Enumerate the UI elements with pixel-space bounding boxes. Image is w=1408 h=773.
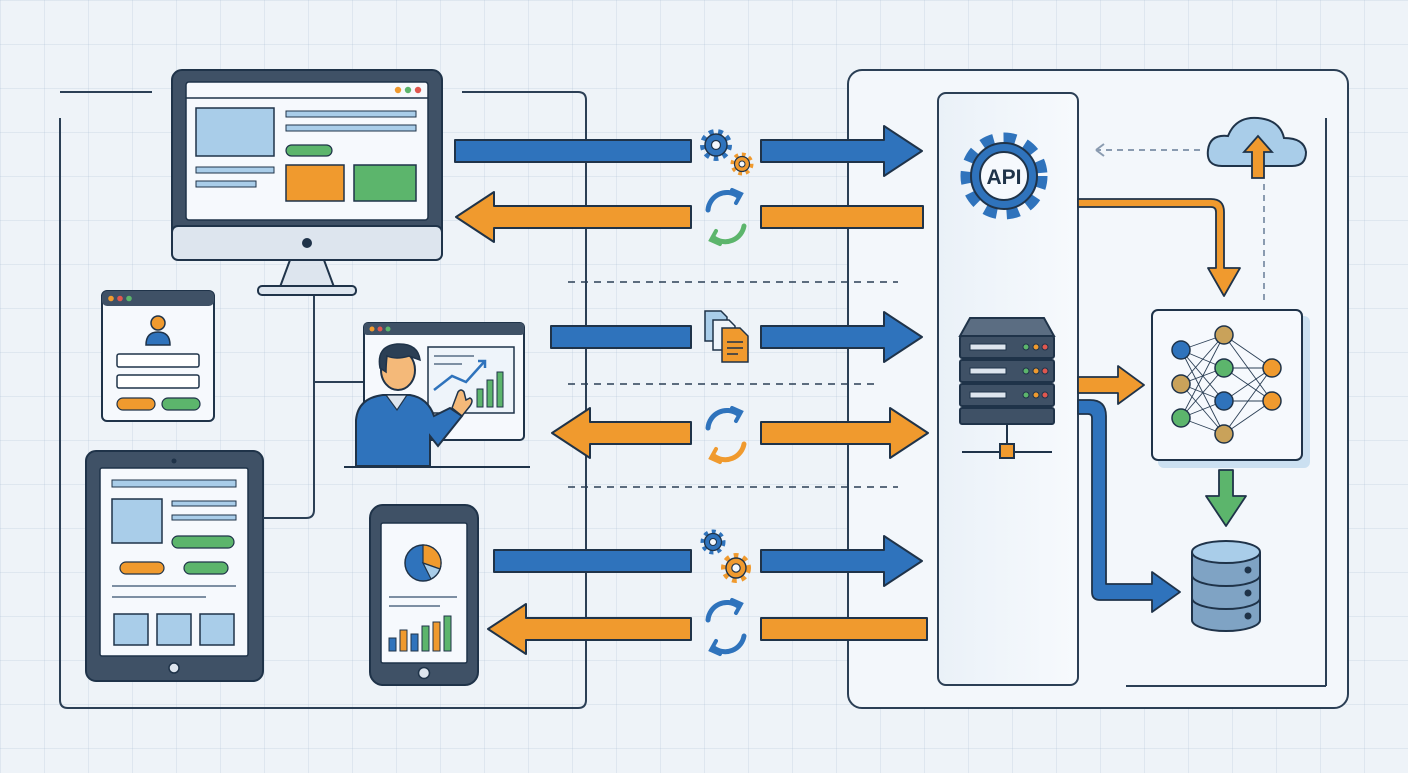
api-gear-icon: API — [960, 132, 1048, 220]
cloud-upload-icon — [1206, 116, 1308, 179]
login-window-icon — [101, 290, 215, 422]
client-area-frame — [59, 91, 587, 709]
database-icon — [1191, 540, 1261, 632]
documents-icon — [704, 310, 749, 363]
tablet-icon — [85, 450, 264, 682]
neural-network-icon — [1151, 309, 1310, 468]
channel-dividers — [568, 281, 898, 488]
gears-icon — [700, 129, 754, 176]
api-label: API — [986, 166, 1021, 189]
gears-icon — [700, 529, 751, 583]
sync-arrows-icon — [705, 188, 747, 246]
server-rack-icon — [958, 317, 1056, 459]
desktop-monitor-icon — [171, 69, 443, 296]
sync-arrows-icon — [705, 598, 747, 656]
request-arrows — [454, 125, 923, 587]
response-arrows — [455, 191, 929, 655]
phone-chart-icon — [369, 504, 479, 686]
presenter-dashboard-icon — [344, 322, 530, 468]
server-internal-flows — [1077, 143, 1265, 613]
client-connector-lines — [263, 296, 364, 519]
sync-arrows-icon — [705, 406, 747, 464]
server-area-inner-lines — [1126, 118, 1327, 687]
